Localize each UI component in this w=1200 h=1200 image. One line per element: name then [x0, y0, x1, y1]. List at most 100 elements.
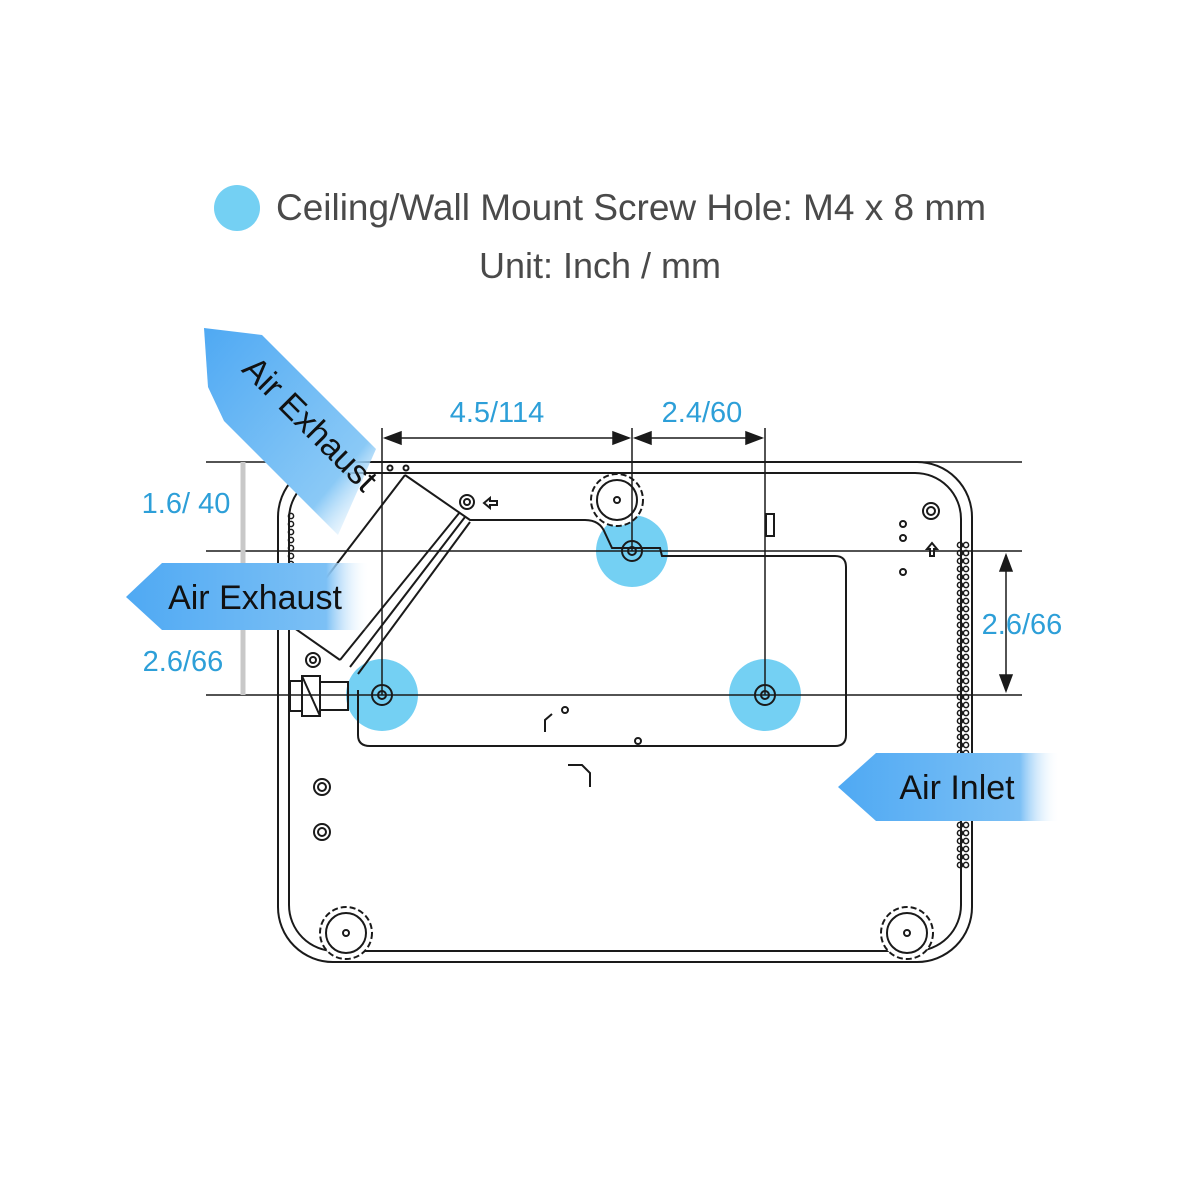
screw	[313, 823, 331, 841]
small-dot	[402, 464, 410, 472]
air-inlet-right-arrow: Air Inlet	[838, 753, 1060, 821]
vent-hole	[962, 853, 970, 861]
vent-hole	[962, 677, 970, 685]
screw	[317, 782, 327, 792]
vent-hole	[962, 837, 970, 845]
vent-hole	[962, 565, 970, 573]
vent-hole	[956, 861, 964, 869]
vent-hole	[956, 709, 964, 717]
vent-hole	[962, 573, 970, 581]
small-dot	[899, 534, 907, 542]
vent-hole	[956, 629, 964, 637]
connector-line	[301, 675, 321, 717]
vent-hole	[962, 589, 970, 597]
vent-hole	[956, 853, 964, 861]
vent-hole	[956, 621, 964, 629]
vent-holes-left	[287, 512, 295, 568]
air-exhaust-diagonal-arrow: Air Exhaust	[204, 328, 385, 535]
vent-hole	[962, 733, 970, 741]
vent-hole	[956, 613, 964, 621]
small-dot	[561, 706, 569, 714]
dim-label-right: 2.6/66	[982, 609, 1063, 641]
switch-slot	[765, 513, 775, 537]
vent-hole	[962, 613, 970, 621]
top-panel-outline	[357, 474, 847, 747]
screw	[317, 827, 327, 837]
screw	[459, 494, 475, 510]
screw	[926, 506, 936, 516]
vent-hole	[962, 605, 970, 613]
vent-hole	[962, 725, 970, 733]
connector-port	[319, 681, 349, 711]
vent-hole	[962, 845, 970, 853]
vent-hole	[287, 536, 295, 544]
vent-hole	[962, 581, 970, 589]
mount-holes	[371, 540, 776, 706]
vent-hole	[956, 725, 964, 733]
vent-hole	[956, 845, 964, 853]
vent-hole	[956, 573, 964, 581]
dim-arrowhead	[745, 430, 765, 446]
small-dot	[899, 520, 907, 528]
duct-line	[289, 624, 341, 661]
vent-hole	[962, 829, 970, 837]
vent-hole	[956, 597, 964, 605]
duct-line	[349, 516, 466, 668]
vent-hole	[287, 512, 295, 520]
vent-hole	[962, 709, 970, 717]
vent-hole	[956, 557, 964, 565]
vent-hole	[956, 837, 964, 845]
vent-hole	[962, 541, 970, 549]
dim-arrowhead	[632, 430, 652, 446]
vent-hole	[956, 645, 964, 653]
vent-hole	[956, 829, 964, 837]
air-exhaust-left-arrow: Air Exhaust	[126, 563, 370, 630]
dim-arrowhead	[382, 430, 402, 446]
duct-line	[339, 511, 461, 661]
vent-hole	[956, 701, 964, 709]
screw	[313, 778, 331, 796]
vent-hole	[962, 645, 970, 653]
vent-hole	[962, 861, 970, 869]
dim-label-left-upper: 1.6/ 40	[142, 488, 231, 520]
vent-hole	[956, 541, 964, 549]
foot-bottom-right	[880, 906, 934, 960]
vent-hole	[962, 621, 970, 629]
vent-hole	[956, 685, 964, 693]
vent-holes-right	[956, 541, 970, 869]
vent-hole	[956, 581, 964, 589]
vent-hole	[956, 661, 964, 669]
dim-label-left-lower: 2.6/66	[143, 646, 224, 678]
vent-hole	[956, 565, 964, 573]
vent-hole	[287, 520, 295, 528]
screw	[309, 656, 317, 664]
screw	[922, 502, 940, 520]
small-dot	[386, 464, 394, 472]
vent-hole	[956, 717, 964, 725]
small-arrow-icon	[482, 495, 498, 511]
vent-hole	[956, 677, 964, 685]
air-exhaust-left-label: Air Exhaust	[168, 579, 342, 617]
dim-label-top-left: 4.5/114	[450, 397, 545, 429]
duct-line	[357, 521, 471, 675]
screw	[305, 652, 321, 668]
vent-hole	[962, 661, 970, 669]
vent-hole	[956, 589, 964, 597]
vent-hole	[956, 605, 964, 613]
dimension-lines	[206, 428, 1022, 696]
vent-hole	[287, 552, 295, 560]
small-dot	[899, 568, 907, 576]
corner-mark	[568, 764, 591, 787]
vent-hole	[956, 733, 964, 741]
dim-arrowhead	[998, 674, 1014, 694]
vent-hole	[962, 717, 970, 725]
foot-bottom-left	[319, 906, 373, 960]
vent-hole	[962, 629, 970, 637]
dim-label-top-right: 2.4/60	[662, 397, 743, 429]
vent-hole	[956, 653, 964, 661]
corner-mark	[544, 713, 553, 732]
feet	[319, 473, 934, 960]
dim-arrowhead	[612, 430, 632, 446]
legend: Ceiling/Wall Mount Screw Hole: M4 x 8 mm…	[0, 185, 1200, 287]
